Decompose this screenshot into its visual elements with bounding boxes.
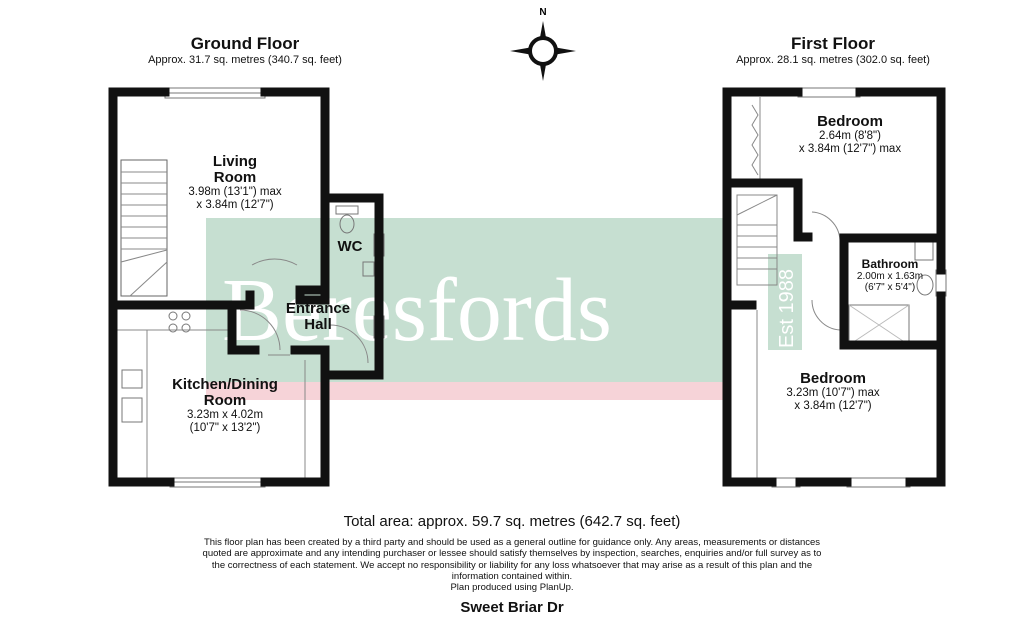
- bathroom-label: Bathroom 2.00m x 1.63m (6'7" x 5'4"): [850, 257, 930, 293]
- bedroom2-name: Bedroom: [800, 370, 866, 387]
- bathroom-dim2: (6'7" x 5'4"): [864, 282, 916, 293]
- watermark-green-band: [206, 218, 726, 382]
- disclaimer: This floor plan has been created by a th…: [162, 537, 862, 593]
- disclaimer-line-5: Plan produced using PlanUp.: [450, 582, 574, 594]
- ground-floor-plan: [108, 87, 385, 488]
- ground-floor-title: Ground Floor: [190, 34, 300, 53]
- bedroom2-label: Bedroom 3.23m (10'7") max x 3.84m (12'7"…: [758, 371, 908, 413]
- entrance-hall-label: Entrance Hall: [268, 301, 368, 333]
- kitchen-dim2: (10'7" x 13'2"): [189, 422, 261, 434]
- watermark-pink-band: [206, 382, 726, 400]
- living-room-name-line2: Room: [213, 169, 257, 186]
- disclaimer-line-3: the correctness of each statement. We ac…: [211, 559, 813, 571]
- total-area: Total area: approx. 59.7 sq. metres (642…: [343, 513, 681, 530]
- disclaimer-line-4: information contained within.: [451, 570, 573, 582]
- kitchen-label: Kitchen/Dining Room 3.23m x 4.02m (10'7"…: [150, 377, 300, 435]
- ground-floor-area: Approx. 31.7 sq. metres (340.7 sq. feet): [148, 54, 342, 66]
- bedroom2-dim1: 3.23m (10'7") max: [786, 387, 880, 399]
- first-floor-plan: [722, 87, 947, 488]
- entrance-hall-name-line2: Hall: [304, 316, 332, 333]
- watermark-est-box: [768, 254, 802, 350]
- living-room-label: Living Room 3.98m (13'1") max x 3.84m (1…: [160, 154, 310, 212]
- living-room-dim1: 3.98m (13'1") max: [188, 186, 282, 198]
- bathroom-name: Bathroom: [861, 257, 919, 271]
- bedroom1-label: Bedroom 2.64m (8'8") x 3.84m (12'7") max: [775, 114, 925, 156]
- first-walls: [722, 87, 946, 487]
- bedroom1-dim2: x 3.84m (12'7") max: [798, 143, 902, 155]
- bedroom1-dim1: 2.64m (8'8"): [819, 130, 881, 142]
- watermark-est-text: Est 1988: [776, 269, 798, 348]
- bedroom1-name: Bedroom: [817, 113, 883, 130]
- compass-rose: N: [510, 7, 576, 81]
- first-floor-title: First Floor: [790, 34, 876, 53]
- bedroom2-dim2: x 3.84m (12'7"): [794, 400, 872, 412]
- kitchen-name-line1: Kitchen/Dining: [172, 376, 278, 393]
- compass-north-label: N: [539, 7, 546, 18]
- disclaimer-line-1: This floor plan has been created by a th…: [203, 537, 821, 548]
- watermark: Beresfords Est 1988: [206, 218, 802, 400]
- kitchen-name-line2: Room: [203, 392, 247, 409]
- kitchen-dim1: 3.23m x 4.02m: [186, 409, 264, 421]
- living-room-name-line1: Living: [212, 153, 258, 170]
- living-room-dim2: x 3.84m (12'7"): [196, 199, 274, 211]
- wc-name: WC: [337, 238, 363, 255]
- street-name: Sweet Briar Dr: [460, 599, 564, 616]
- ground-walls: [108, 87, 384, 487]
- first-fixtures: [736, 87, 947, 488]
- watermark-brand-text: Beresfords: [222, 261, 612, 360]
- entrance-hall-name-line1: Entrance: [285, 300, 351, 317]
- first-floor-area: Approx. 28.1 sq. metres (302.0 sq. feet): [736, 54, 930, 66]
- bathroom-dim1: 2.00m x 1.63m: [856, 271, 924, 282]
- disclaimer-line-2: quoted are approximate and any intending…: [202, 548, 822, 560]
